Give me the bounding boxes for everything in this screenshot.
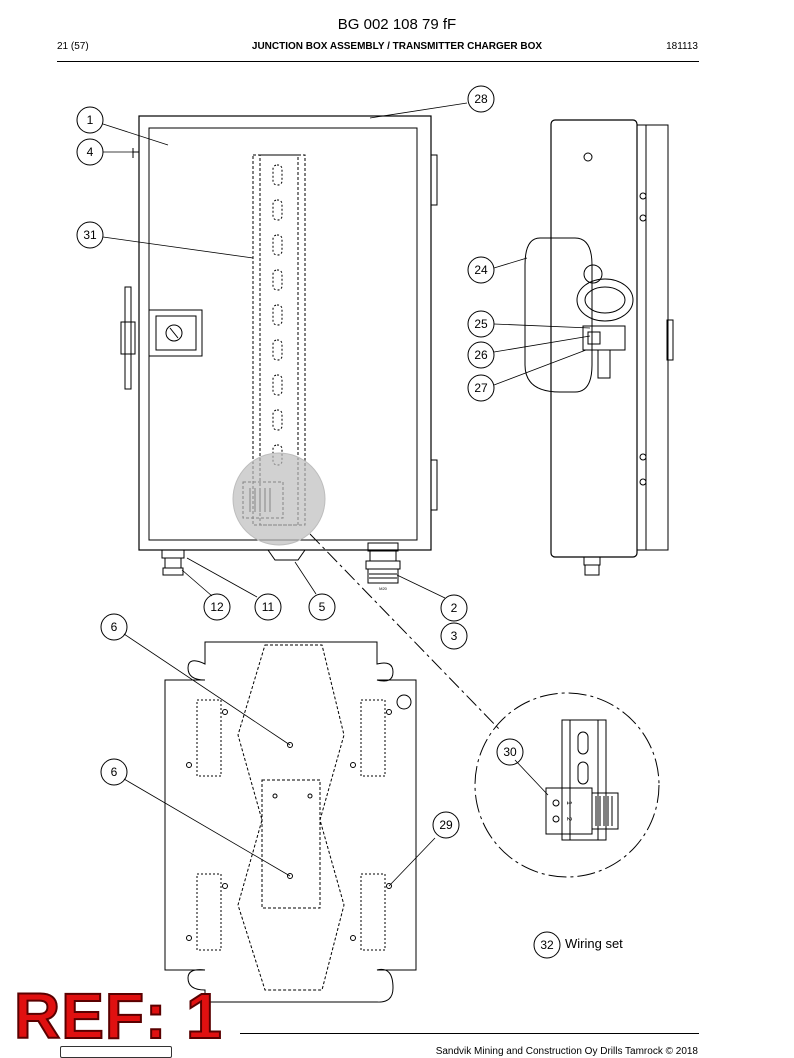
- callout-5: 5: [319, 600, 326, 614]
- stamp-strip: [60, 1046, 172, 1058]
- callout-28: 28: [474, 92, 488, 106]
- detail-highlight: [232, 452, 326, 546]
- gland-size-label: M20: [379, 586, 388, 591]
- callout-2: 2: [451, 601, 458, 615]
- mounting-plate: [164, 641, 417, 1003]
- leader-lines: [102, 102, 591, 887]
- callout-30: 30: [503, 745, 517, 759]
- callout-1: 1: [87, 113, 94, 127]
- callout-26: 26: [474, 348, 488, 362]
- side-view: [524, 119, 674, 576]
- callout-11: 11: [262, 600, 275, 614]
- callout-32: 32: [540, 938, 554, 952]
- callout-12: 12: [210, 600, 224, 614]
- document-code: 181113: [666, 41, 698, 52]
- callout-6-upper: 6: [111, 620, 118, 634]
- page-title: JUNCTION BOX ASSEMBLY / TRANSMITTER CHAR…: [251, 41, 543, 52]
- callout-27: 27: [474, 381, 488, 395]
- footer-rule: [240, 1033, 699, 1034]
- header-rule: [57, 61, 699, 62]
- callout-24: 24: [474, 263, 488, 277]
- callout-4: 4: [87, 145, 94, 159]
- page-number: 21 (57): [57, 41, 89, 52]
- svg-text:2: 2: [565, 817, 572, 821]
- callout-circles: [76, 85, 561, 959]
- callout-6-lower: 6: [111, 765, 118, 779]
- svg-text:1: 1: [565, 801, 572, 805]
- callout-29: 29: [439, 818, 453, 832]
- detail-leader: [309, 533, 501, 731]
- footer-copyright: Sandvik Mining and Construction Oy Drill…: [435, 1046, 698, 1057]
- callout-31: 31: [83, 228, 97, 242]
- ref-stamp: REF: 1: [13, 980, 223, 1052]
- cable-glands: [161, 542, 401, 584]
- callout-25: 25: [474, 317, 488, 331]
- wiring-set-label: Wiring set: [565, 936, 623, 951]
- callout-3: 3: [451, 629, 458, 643]
- document-number: BG 002 108 79 fF: [337, 16, 457, 33]
- detail-view: [474, 692, 660, 878]
